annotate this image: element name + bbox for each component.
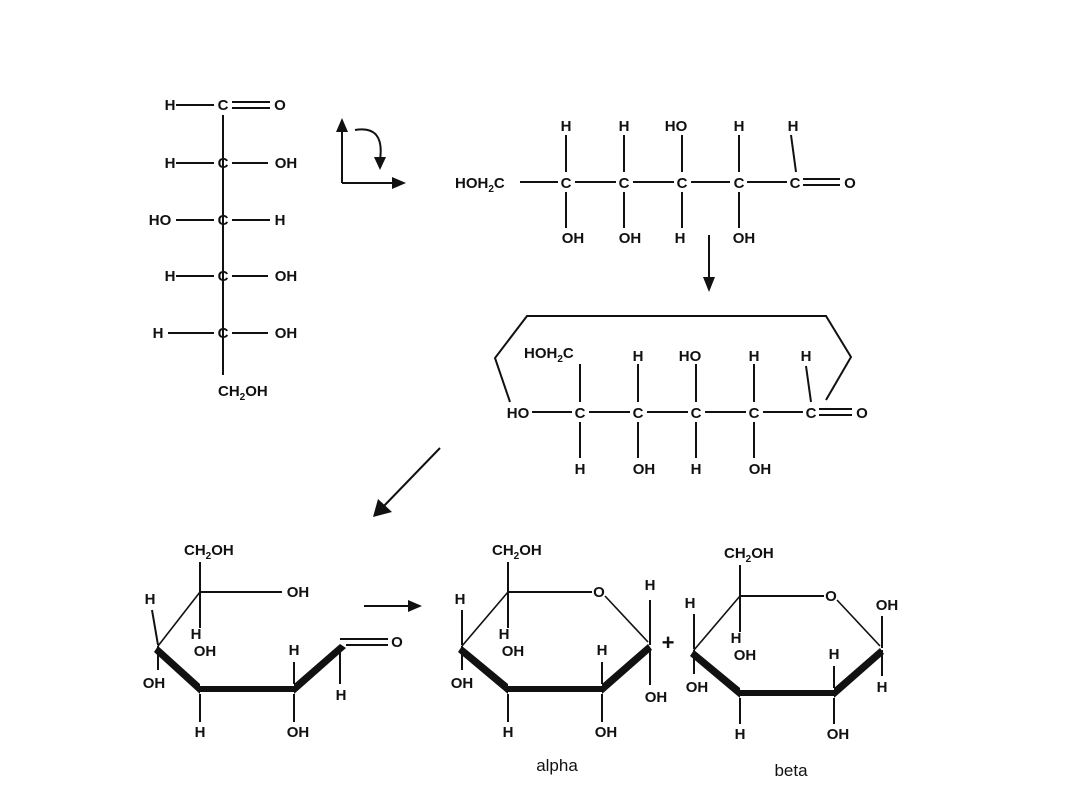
- alpha-h-c2: H: [597, 642, 608, 659]
- curled-c2: C: [749, 405, 760, 422]
- open-h-c5: H: [145, 591, 156, 608]
- right-arrow: [364, 600, 422, 612]
- chain-hoh2c: HOH2C: [455, 175, 505, 195]
- curled-chain: HOH2C HO C C C C C O H HO H H H OH H OH: [493, 315, 868, 478]
- chain-top-2: H: [619, 118, 630, 135]
- alpha-oh-bottom: OH: [595, 724, 618, 741]
- beta-h-c4: H: [731, 630, 742, 647]
- alpha-h-c1: H: [645, 577, 656, 594]
- alpha-h-c4: H: [499, 626, 510, 643]
- chain-c5: C: [561, 175, 572, 192]
- beta-oh-c1: OH: [876, 597, 899, 614]
- fischer-c3-left: HO: [149, 212, 172, 229]
- chain-bottom-4: OH: [733, 230, 756, 247]
- rotation-arrows: [336, 118, 406, 189]
- alpha-ring-o: O: [593, 584, 605, 601]
- curled-c3: C: [691, 405, 702, 422]
- beta-h-c2: H: [829, 646, 840, 663]
- curled-top-3: H: [749, 348, 760, 365]
- chain-bottom-3: H: [675, 230, 686, 247]
- horizontal-chain: HOH2C C C C C C O H H HO H H OH OH H OH: [455, 118, 856, 247]
- curled-top-2: HO: [679, 348, 702, 365]
- open-oh-c4: OH: [194, 643, 217, 660]
- fischer-c4-right: OH: [275, 268, 298, 285]
- curled-hoh2c: HOH2C: [524, 345, 574, 365]
- curled-bottom-4: OH: [749, 461, 772, 478]
- fischer-c1-oxygen: O: [274, 97, 286, 114]
- beta-oh-left: OH: [686, 679, 709, 696]
- fischer-c4-left: H: [165, 268, 176, 285]
- curled-c1: C: [806, 405, 817, 422]
- beta-oh-c4: OH: [734, 647, 757, 664]
- fischer-c5-right: OH: [275, 325, 298, 342]
- fischer-c6-ch2oh: CH2OH: [218, 383, 268, 403]
- beta-label: beta: [774, 761, 808, 780]
- curled-ho-left: HO: [507, 405, 530, 422]
- chain-c4: C: [619, 175, 630, 192]
- fischer-c5-left: H: [153, 325, 164, 342]
- alpha-h-c5: H: [455, 591, 466, 608]
- diagonal-arrow: [373, 447, 441, 517]
- down-arrow: [703, 235, 715, 292]
- curled-bottom-2: OH: [633, 461, 656, 478]
- beta-anomer: CH2OH O H H OH OH H H OH OH H beta: [685, 545, 899, 780]
- alpha-label: alpha: [536, 756, 578, 775]
- open-h-c3: H: [289, 642, 300, 659]
- open-ring-haworth: CH2OH OH H H OH OH H H OH H O: [143, 542, 403, 741]
- open-oh-bottom: OH: [287, 724, 310, 741]
- alpha-oh-c1: OH: [645, 689, 668, 706]
- fischer-projection: H C O H C OH HO C H H C OH H C OH CH2OH: [149, 97, 298, 403]
- curled-oxygen: O: [856, 405, 868, 422]
- alpha-h-bottom: H: [503, 724, 514, 741]
- open-h-bottom: H: [195, 724, 206, 741]
- chain-oxygen: O: [844, 175, 856, 192]
- open-h-ald: H: [336, 687, 347, 704]
- open-ch2oh: CH2OH: [184, 542, 234, 562]
- beta-h-c5: H: [685, 595, 696, 612]
- fischer-c4-carbon: C: [218, 268, 229, 285]
- chain-top-5: H: [788, 118, 799, 135]
- beta-h-bottom: H: [735, 726, 746, 743]
- chain-top-1: H: [561, 118, 572, 135]
- alpha-oh-left: OH: [451, 675, 474, 692]
- chain-bottom-2: OH: [619, 230, 642, 247]
- alpha-ch2oh: CH2OH: [492, 542, 542, 562]
- open-oh-top: OH: [287, 584, 310, 601]
- curled-top-1: H: [633, 348, 644, 365]
- curled-c5: C: [575, 405, 586, 422]
- beta-ring-o: O: [825, 588, 837, 605]
- plus-sign: +: [662, 630, 675, 655]
- fischer-c2-carbon: C: [218, 155, 229, 172]
- chain-bottom-1: OH: [562, 230, 585, 247]
- chain-c2: C: [734, 175, 745, 192]
- open-h-c4: H: [191, 626, 202, 643]
- fischer-c2-right: OH: [275, 155, 298, 172]
- chain-top-4: H: [734, 118, 745, 135]
- beta-ch2oh: CH2OH: [724, 545, 774, 565]
- curled-top-4: H: [801, 348, 812, 365]
- alpha-anomer: CH2OH O H H OH OH H H OH H OH alpha: [451, 542, 668, 775]
- chain-c1: C: [790, 175, 801, 192]
- open-oh-left: OH: [143, 675, 166, 692]
- chain-top-3: HO: [665, 118, 688, 135]
- alpha-oh-c4: OH: [502, 643, 525, 660]
- open-o-ald: O: [391, 634, 403, 651]
- fischer-c3-right: H: [275, 212, 286, 229]
- fischer-c1-carbon: C: [218, 97, 229, 114]
- fischer-c1-left: H: [165, 97, 176, 114]
- fischer-c3-carbon: C: [218, 212, 229, 229]
- beta-oh-bottom: OH: [827, 726, 850, 743]
- fischer-c2-left: H: [165, 155, 176, 172]
- chain-c3: C: [677, 175, 688, 192]
- curled-c4: C: [633, 405, 644, 422]
- fischer-c5-carbon: C: [218, 325, 229, 342]
- curled-bottom-1: H: [575, 461, 586, 478]
- beta-h-c1: H: [877, 679, 888, 696]
- curled-bottom-3: H: [691, 461, 702, 478]
